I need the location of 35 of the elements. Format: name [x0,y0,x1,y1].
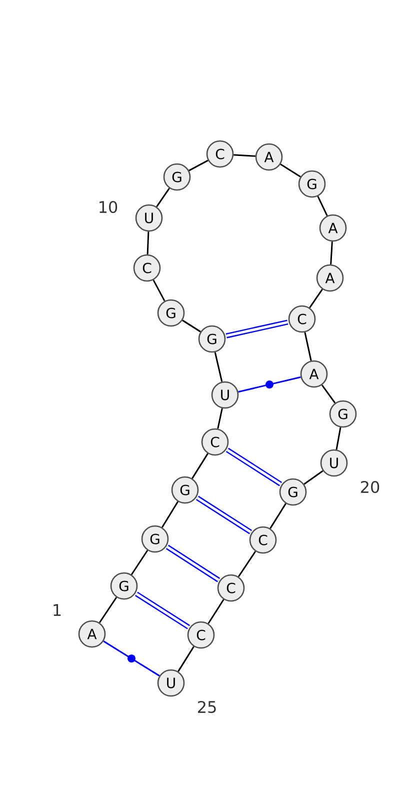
base-pair-line [196,496,252,534]
position-number: 1 [54,604,61,616]
backbone-line [317,196,328,216]
backbone-line [208,599,224,624]
backbone-line [280,164,301,178]
backbone-line [330,242,333,264]
backbone-line [336,427,342,450]
position-number: 10 [100,200,118,214]
backbone-line [321,384,336,404]
backbone-line [217,408,223,429]
base-pair-line [238,376,301,393]
backbone-line [192,453,208,479]
position-number: 25 [198,700,216,714]
backbone-line [146,232,150,254]
backbone-line [234,154,256,157]
backbone-line [152,280,166,302]
backbone-line [98,596,118,624]
base-pair-line [226,320,288,338]
backbone-line [238,550,256,578]
backbone-line [304,332,312,361]
backbone-line [161,501,179,528]
base-pair-line [166,544,220,582]
backbone-line [309,288,323,308]
position-number: 20 [361,480,380,494]
base-pair-line [134,592,190,630]
backbone-line [270,503,286,529]
backbone-line [156,188,170,208]
backbone-line [188,160,208,172]
backbone-line [178,646,194,672]
base-pair-line [103,640,160,676]
base-pair-line [226,448,282,486]
backbone-line [130,550,148,576]
backbone-line [182,320,201,332]
backbone-line [214,352,223,382]
backbone-line [304,470,324,485]
